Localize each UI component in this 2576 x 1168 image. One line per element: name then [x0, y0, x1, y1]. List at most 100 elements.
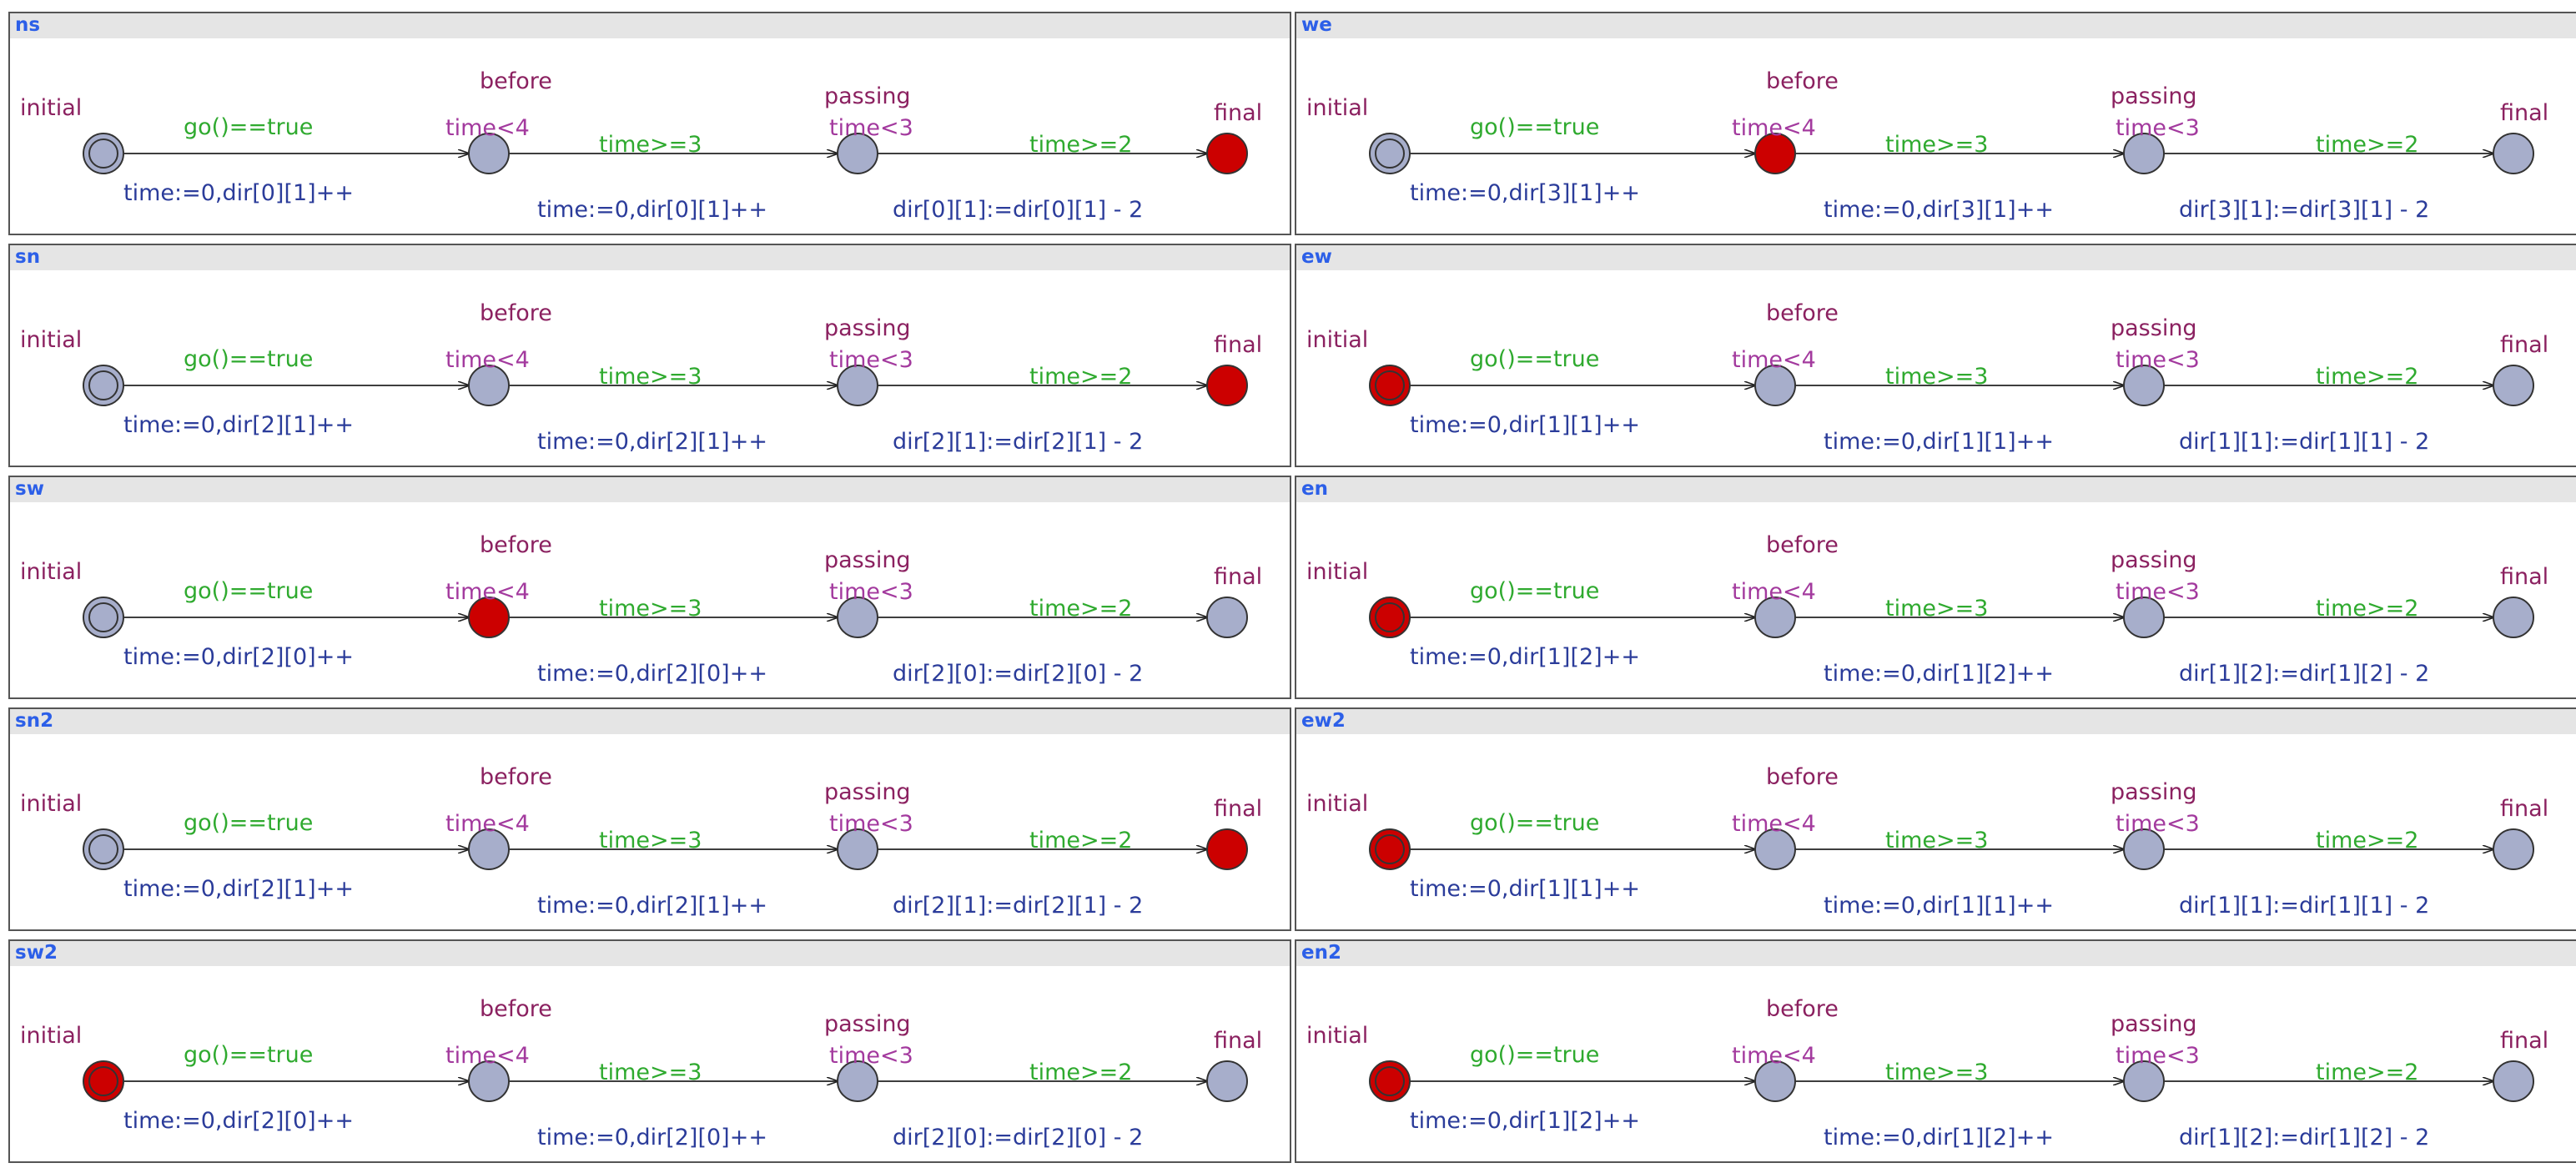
state-before[interactable] — [468, 1060, 510, 1102]
state-passing[interactable] — [2123, 1060, 2165, 1102]
state-before[interactable] — [1754, 828, 1796, 870]
panel-title: we — [1301, 14, 1332, 36]
state-final[interactable] — [1206, 597, 1248, 638]
location-name-initial: initial — [20, 791, 82, 817]
guard-2: time>=3 — [599, 364, 702, 390]
update-3: dir[1][2]:=dir[1][2] - 2 — [2179, 661, 2429, 687]
guard-1: go()==true — [1470, 1042, 1599, 1068]
state-before-active[interactable] — [1754, 133, 1796, 174]
state-before[interactable] — [1754, 1060, 1796, 1102]
location-name-initial: initial — [1306, 791, 1368, 817]
state-before[interactable] — [468, 133, 510, 174]
update-2: time:=0,dir[2][0]++ — [537, 1125, 767, 1150]
update-3: dir[1][2]:=dir[1][2] - 2 — [2179, 1125, 2429, 1150]
guard-3: time>=2 — [1029, 596, 1132, 622]
invariant-passing: time<3 — [829, 1043, 913, 1069]
update-3: dir[2][1]:=dir[2][1] - 2 — [893, 429, 1143, 455]
location-name-before: before — [480, 300, 552, 326]
location-name-passing: passing — [2111, 83, 2197, 109]
location-name-initial: initial — [1306, 327, 1368, 353]
invariant-passing: time<3 — [2116, 1043, 2200, 1069]
state-final[interactable] — [2493, 597, 2534, 638]
state-final[interactable] — [2493, 828, 2534, 870]
guard-1: go()==true — [1470, 114, 1599, 140]
state-final[interactable] — [2493, 1060, 2534, 1102]
update-2: time:=0,dir[1][2]++ — [1824, 1125, 2054, 1150]
update-1: time:=0,dir[1][1]++ — [1410, 412, 1640, 438]
guard-2: time>=3 — [1885, 364, 1988, 390]
panel-title: sn2 — [15, 710, 54, 732]
initial-state-marker — [88, 602, 118, 632]
state-before[interactable] — [468, 365, 510, 406]
location-name-final: final — [1214, 564, 1262, 590]
update-2: time:=0,dir[3][1]++ — [1824, 197, 2054, 223]
state-final-active[interactable] — [1206, 365, 1248, 406]
update-1: time:=0,dir[2][1]++ — [123, 412, 354, 438]
state-passing[interactable] — [837, 365, 878, 406]
panel-title: sn — [15, 246, 41, 268]
location-name-initial: initial — [20, 1023, 82, 1049]
location-name-before: before — [480, 68, 552, 94]
update-1: time:=0,dir[2][1]++ — [123, 876, 354, 902]
guard-1: go()==true — [184, 578, 313, 604]
panel-header: sw — [10, 477, 1290, 502]
panel-title: ew2 — [1301, 710, 1346, 732]
state-passing[interactable] — [2123, 365, 2165, 406]
state-final[interactable] — [2493, 365, 2534, 406]
state-passing[interactable] — [837, 828, 878, 870]
invariant-before: time<4 — [445, 811, 530, 837]
panel-title: sw — [15, 478, 44, 500]
panel-title: en2 — [1301, 942, 1341, 964]
location-name-before: before — [1766, 764, 1839, 790]
guard-1: go()==true — [184, 114, 313, 140]
state-passing[interactable] — [2123, 828, 2165, 870]
location-name-passing: passing — [824, 779, 911, 805]
panel-header: en — [1296, 477, 2576, 502]
location-name-initial: initial — [20, 559, 82, 585]
state-before-active[interactable] — [468, 597, 510, 638]
guard-3: time>=2 — [2316, 596, 2418, 622]
state-before[interactable] — [1754, 597, 1796, 638]
initial-state-marker — [1375, 602, 1405, 632]
panel-title: ew — [1301, 246, 1332, 268]
state-before[interactable] — [1754, 365, 1796, 406]
location-name-final: final — [1214, 796, 1262, 822]
state-passing[interactable] — [2123, 597, 2165, 638]
invariant-before: time<4 — [1732, 115, 1816, 141]
location-name-final: final — [1214, 100, 1262, 126]
location-name-before: before — [480, 532, 552, 558]
panel-header: ns — [10, 13, 1290, 38]
location-name-before: before — [1766, 996, 1839, 1022]
state-passing[interactable] — [837, 597, 878, 638]
update-3: dir[1][1]:=dir[1][1] - 2 — [2179, 893, 2429, 919]
update-1: time:=0,dir[2][0]++ — [123, 1108, 354, 1134]
state-passing[interactable] — [2123, 133, 2165, 174]
location-name-before: before — [1766, 300, 1839, 326]
update-2: time:=0,dir[2][1]++ — [537, 429, 767, 455]
invariant-passing: time<3 — [829, 811, 913, 837]
state-final-active[interactable] — [1206, 133, 1248, 174]
state-passing[interactable] — [837, 1060, 878, 1102]
state-passing[interactable] — [837, 133, 878, 174]
state-final[interactable] — [1206, 1060, 1248, 1102]
guard-1: go()==true — [1470, 346, 1599, 372]
state-final[interactable] — [2493, 133, 2534, 174]
state-before[interactable] — [468, 828, 510, 870]
state-final-active[interactable] — [1206, 828, 1248, 870]
